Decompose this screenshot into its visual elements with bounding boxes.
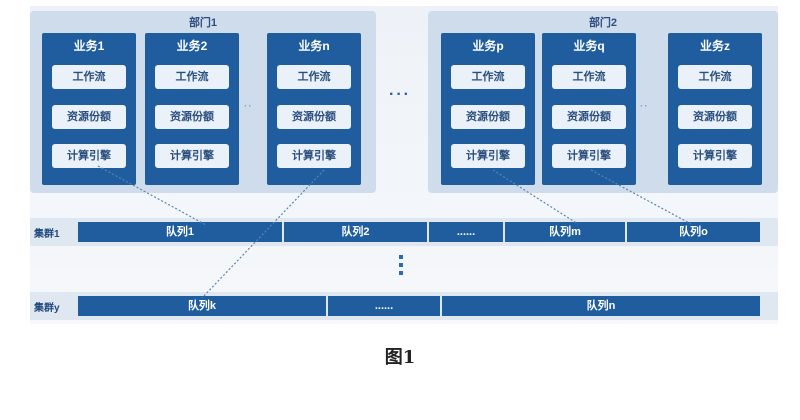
resource-quota-chip: 资源份额 — [277, 105, 351, 129]
business-title: 业务1 — [73, 39, 105, 53]
queue-bar: 队列o — [627, 222, 760, 242]
compute-engine-chip: 计算引擎 — [52, 144, 126, 168]
queue-bar: 队列1 — [78, 222, 282, 242]
queue-bar: ...... — [328, 296, 440, 316]
business-title: 业务2 — [176, 39, 208, 53]
business-title: 业务z — [699, 39, 730, 53]
compute-engine-chip: 计算引擎 — [552, 144, 626, 168]
cluster-label: 集群y — [34, 303, 60, 314]
workflow-chip: 工作流 — [277, 65, 351, 89]
queue-bar: ...... — [429, 222, 503, 242]
department-ellipsis: ··· — [389, 86, 411, 103]
figure-caption: 图1 — [384, 347, 416, 368]
cluster-row: 集群1 队列1 队列2 ...... 队列m 队列o — [30, 218, 778, 246]
business-block: 业务p 工作流 资源份额 计算引擎 — [441, 33, 535, 185]
connector-line — [590, 169, 692, 225]
queue-bar: 队列n — [442, 296, 760, 316]
vertical-ellipsis — [398, 255, 404, 279]
workflow-chip: 工作流 — [155, 65, 229, 89]
queue-bar: 队列m — [505, 222, 625, 242]
queue-bar: 队列k — [78, 296, 326, 316]
resource-quota-chip: 资源份额 — [451, 105, 525, 129]
connector-line — [492, 169, 579, 225]
workflow-chip: 工作流 — [678, 65, 752, 89]
architecture-diagram: 部门1 业务1 工作流 资源份额 计算引擎 业务2 工作流 资源份额 计算引擎 … — [30, 6, 778, 324]
business-title: 业务p — [472, 39, 504, 53]
cluster-label: 集群1 — [34, 229, 60, 240]
compute-engine-chip: 计算引擎 — [277, 144, 351, 168]
business-block: 业务1 工作流 资源份额 计算引擎 — [42, 33, 136, 185]
business-block: 业务n 工作流 资源份额 计算引擎 — [267, 33, 361, 185]
business-ellipsis: ·· — [244, 101, 253, 112]
connector-line — [97, 165, 207, 226]
department-title: 部门2 — [588, 17, 618, 29]
resource-quota-chip: 资源份额 — [552, 105, 626, 129]
compute-engine-chip: 计算引擎 — [451, 144, 525, 168]
department-panel: 部门1 业务1 工作流 资源份额 计算引擎 业务2 工作流 资源份额 计算引擎 … — [30, 11, 376, 193]
resource-quota-chip: 资源份额 — [678, 105, 752, 129]
queue-bar: 队列2 — [284, 222, 427, 242]
compute-engine-chip: 计算引擎 — [678, 144, 752, 168]
business-title: 业务n — [298, 39, 330, 53]
connector-lines — [97, 165, 692, 299]
cluster-row: 集群y 队列k ...... 队列n — [30, 292, 778, 320]
resource-quota-chip: 资源份额 — [52, 105, 126, 129]
business-title: 业务q — [573, 39, 605, 53]
department-title: 部门1 — [188, 17, 218, 29]
workflow-chip: 工作流 — [52, 65, 126, 89]
business-ellipsis: ·· — [640, 101, 649, 112]
resource-quota-chip: 资源份额 — [155, 105, 229, 129]
business-block: 业务z 工作流 资源份额 计算引擎 — [668, 33, 762, 185]
workflow-chip: 工作流 — [451, 65, 525, 89]
connector-line — [201, 169, 325, 299]
business-block: 业务q 工作流 资源份额 计算引擎 — [542, 33, 636, 185]
workflow-chip: 工作流 — [552, 65, 626, 89]
department-panel: 部门2 业务p 工作流 资源份额 计算引擎 业务q 工作流 资源份额 计算引擎 … — [428, 11, 778, 193]
compute-engine-chip: 计算引擎 — [155, 144, 229, 168]
business-block: 业务2 工作流 资源份额 计算引擎 — [145, 33, 239, 185]
